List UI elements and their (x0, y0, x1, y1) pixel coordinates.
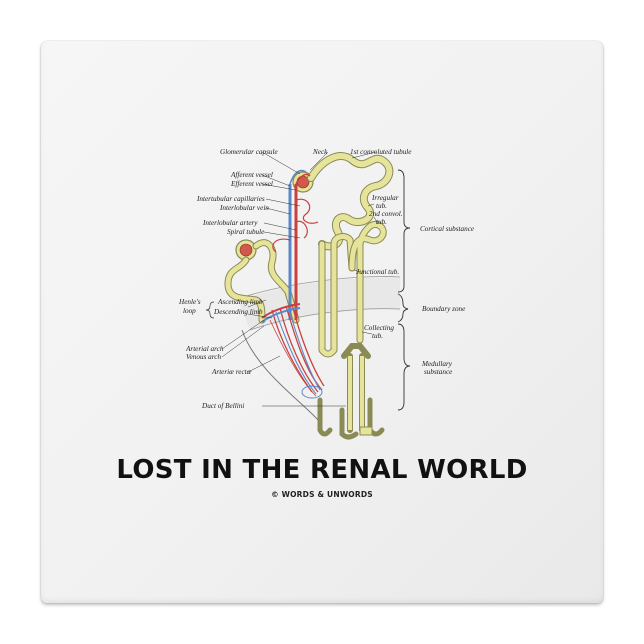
label-cortical-substance: Cortical substance (420, 225, 475, 233)
label-intertubular-capillaries: Intertubular capillaries (196, 195, 265, 203)
label-efferent-vessel: Efferent vessel (230, 180, 273, 188)
medullary-outline (241, 329, 319, 421)
label-medullary-2: substance (424, 368, 453, 376)
label-afferent-vessel: Afferent vessel (230, 171, 273, 179)
label-venous-arch: Venous arch (186, 353, 221, 361)
label-junctional-tub: Junctional tub. (356, 268, 399, 276)
cortical-brace (397, 169, 411, 293)
leader-lines (221, 151, 379, 407)
label-medullary-1: Medullary (421, 360, 453, 368)
label-irregular-tub-2: tub. (376, 202, 387, 210)
intertubular-capillaries (272, 198, 319, 253)
henles-brace (205, 301, 215, 319)
arteriae-rectae (271, 303, 325, 393)
label-irregular-tub-1: Irregular (371, 194, 399, 202)
label-collecting-tub-1: Collecting (364, 324, 394, 332)
label-arterial-arch: Arterial arch (185, 345, 224, 353)
venous-arch (261, 307, 301, 323)
label-interlobular-artery: Interlobular artery (202, 219, 258, 227)
button-title: LOST IN THE RENAL WORLD (116, 455, 528, 485)
label-interlobular-vein: Interlobular vein (219, 204, 269, 212)
label-henles-2: loop (183, 307, 196, 315)
label-collecting-tub-2: tub. (372, 332, 383, 340)
label-boundary-zone: Boundary zone (422, 305, 466, 313)
label-glomerular-capsule: Glomerular capsule (220, 148, 279, 156)
label-neck: Neck (312, 148, 328, 156)
label-duct-of-bellini: Duct of Bellini (201, 402, 244, 410)
collecting-tubule (341, 343, 371, 433)
label-arteriae-rectae: Arteriæ rectæ (211, 368, 252, 376)
label-henles-1: Henle's (178, 298, 201, 306)
label-ascending-limb: Ascending limb (217, 298, 263, 306)
label-descending-limb: Descending limb (213, 308, 263, 316)
copyright-text: © WORDS & UNWORDS (271, 490, 373, 499)
label-second-convol-1: 2nd convol. (369, 210, 403, 218)
boundary-brace (397, 293, 409, 323)
label-first-convoluted-tubule: 1st convoluted tubule (350, 148, 412, 156)
label-second-convol-2: tub. (376, 218, 387, 226)
medullary-brace (397, 323, 411, 411)
label-spiral-tubule: Spiral tubule (227, 228, 265, 236)
